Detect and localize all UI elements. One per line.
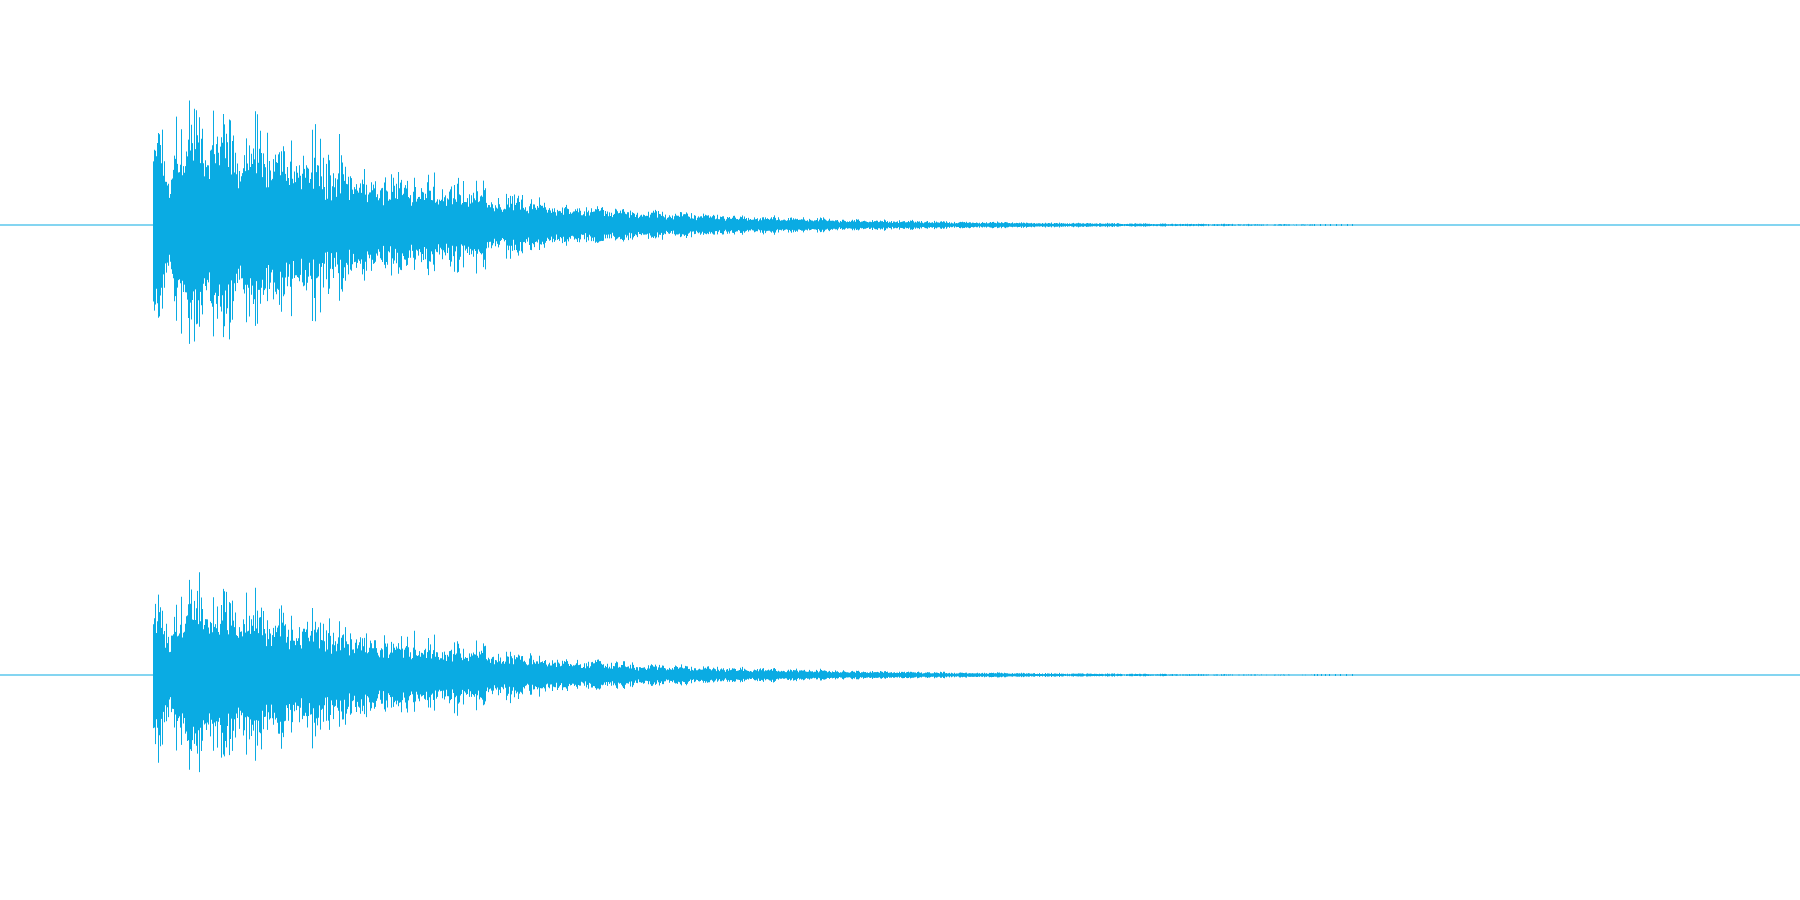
waveform-trace [153, 572, 1353, 773]
waveform-channel-1 [0, 100, 1800, 344]
waveform-trace [153, 100, 1353, 344]
waveform-channel-2 [0, 572, 1800, 773]
